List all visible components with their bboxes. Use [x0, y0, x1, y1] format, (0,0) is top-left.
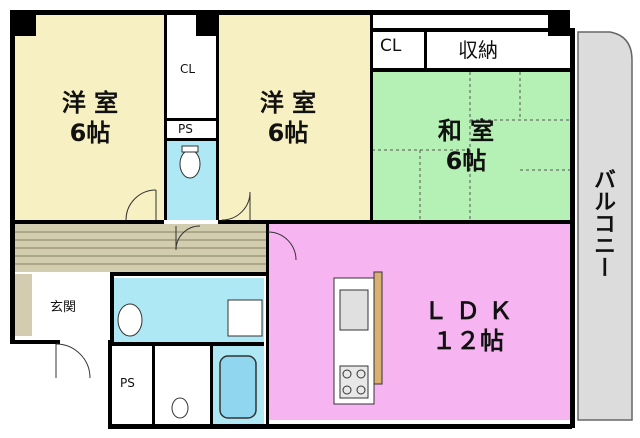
pipe-space-lower-label: PS	[120, 376, 135, 390]
balcony-name: バルコニー	[590, 168, 615, 278]
storage-floor	[426, 30, 550, 68]
bathtub	[219, 355, 257, 419]
western-room-2-label: 洋 室 6帖	[238, 88, 338, 148]
japanese-room-name: 和 室	[437, 117, 495, 145]
balcony-label: バルコニー	[586, 168, 616, 278]
hallway-floorboards	[14, 231, 266, 265]
entrance-tiles	[34, 276, 110, 336]
western-room-1-floor	[14, 14, 164, 220]
japanese-room-size: 6帖	[445, 147, 487, 175]
kitchen-sink	[339, 289, 369, 331]
western-room-2-size: 6帖	[267, 119, 309, 147]
western-room-2-name: 洋 室	[259, 89, 317, 117]
washing-machine-pan	[227, 299, 263, 337]
japanese-room-label: 和 室 6帖	[416, 116, 516, 176]
kitchen-stove	[339, 365, 369, 399]
balcony-area	[577, 31, 633, 421]
closet-center-label: CL	[180, 62, 196, 76]
ps-lower-floor	[114, 346, 152, 424]
door-swings	[55, 189, 297, 379]
storage-label: 収納	[458, 38, 498, 62]
western-room-1-label: 洋 室 6帖	[40, 88, 140, 148]
closet-right-label: CL	[380, 36, 402, 56]
closet-right-floor	[372, 30, 424, 68]
pipe-space-upper-label: PS	[178, 122, 193, 136]
entrance-label: 玄関	[50, 300, 77, 315]
western-room-1-name: 洋 室	[61, 89, 119, 117]
tatami-lines	[372, 72, 572, 222]
kitchen-back-shelf	[373, 271, 383, 385]
toilet-upper-bowl	[179, 149, 201, 179]
ldk-size: １２帖	[432, 327, 504, 355]
entrance-floor	[14, 274, 32, 336]
walls	[10, 10, 575, 429]
japanese-room-floor	[372, 72, 572, 222]
toilet-lower-bowl	[171, 397, 189, 419]
western-room-1-size: 6帖	[69, 119, 111, 147]
western-room-2-floor	[218, 14, 370, 220]
ldk-label: Ｌ Ｄ Ｋ １２帖	[398, 296, 538, 356]
ldk-name: Ｌ Ｄ Ｋ	[423, 297, 513, 325]
washbasin	[117, 303, 143, 337]
